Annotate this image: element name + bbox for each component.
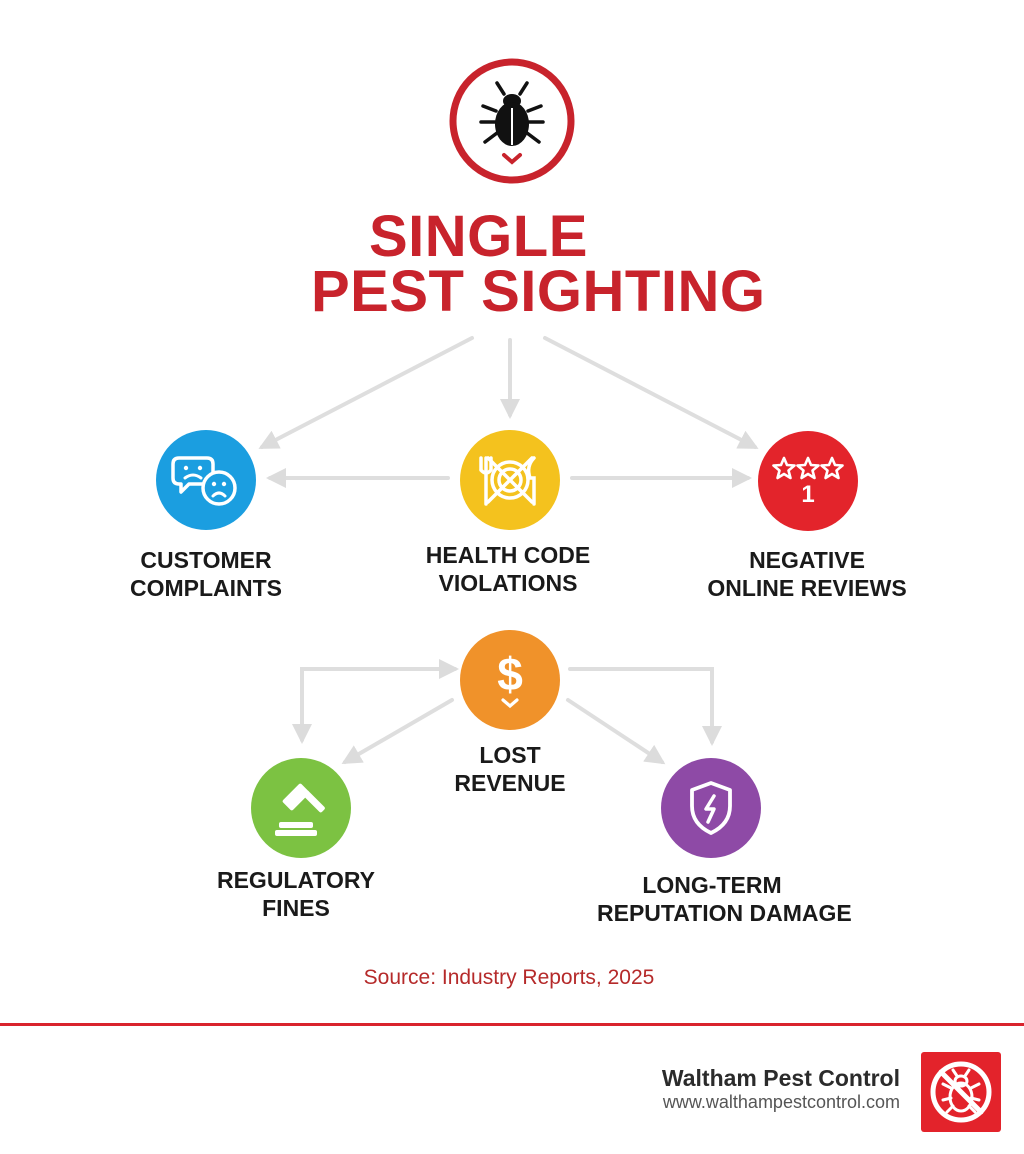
brand-logo	[921, 1052, 1001, 1132]
title-line-1: SINGLE	[369, 204, 588, 269]
arrow-revenue-to-damage-elbow	[568, 667, 722, 746]
arrow-revenue-to-damage	[566, 698, 666, 765]
reputation-damage-node	[661, 758, 761, 858]
health-code-node	[460, 430, 560, 530]
customer-complaints-label: CUSTOMER COMPLAINTS	[106, 546, 306, 602]
negative-reviews-line1: NEGATIVE	[749, 547, 865, 573]
regulatory-fines-label: REGULATORY FINES	[196, 866, 396, 922]
negative-reviews-label: NEGATIVE ONLINE REVIEWS	[697, 546, 917, 602]
health-code-line2: VIOLATIONS	[438, 570, 578, 596]
pest-sighting-badge	[447, 56, 577, 186]
customer-complaints-node	[156, 430, 256, 530]
regulatory-fines-line1: REGULATORY	[216, 867, 376, 893]
lost-revenue-node: $	[460, 630, 560, 730]
title-line-2: PEST SIGHTING	[311, 259, 766, 324]
no-bug-logo-icon	[930, 1061, 992, 1123]
review-rating: 1	[801, 481, 815, 508]
health-code-line1: HEALTH CODE	[425, 542, 591, 568]
lost-revenue-line1: LOST	[479, 742, 541, 768]
brand-url[interactable]: www.walthampestcontrol.com	[662, 1092, 900, 1112]
connector-arrows	[258, 336, 759, 765]
bug-icon	[449, 58, 575, 184]
negative-reviews-line2: ONLINE REVIEWS	[707, 575, 907, 601]
customer-complaints-line1: CUSTOMER	[140, 547, 272, 573]
lost-revenue-label: LOST REVENUE	[410, 741, 610, 797]
gavel-icon	[275, 783, 325, 836]
reputation-damage-line1: LONG-TERM	[642, 872, 782, 898]
health-code-label: HEALTH CODE VIOLATIONS	[408, 541, 608, 597]
arrow-title-to-reviews	[543, 336, 759, 449]
arrow-revenue-to-fines-elbow	[292, 659, 459, 744]
no-dining-icon	[479, 456, 536, 506]
chat-sad-faces-icon	[171, 456, 237, 506]
source-note: Source: Industry Reports, 2025	[363, 966, 655, 989]
regulatory-fines-node	[251, 758, 351, 858]
broken-shield-icon	[690, 781, 732, 835]
dollar-icon: $	[497, 648, 523, 700]
stars-icon	[772, 456, 844, 480]
arrow-title-to-complaints	[258, 336, 474, 449]
chevron-down-icon	[501, 698, 519, 709]
customer-complaints-line2: COMPLAINTS	[129, 575, 283, 601]
arrow-revenue-to-fines	[341, 698, 454, 765]
negative-reviews-node: 1	[758, 431, 858, 531]
reputation-damage-label: LONG-TERM REPUTATION DAMAGE	[597, 871, 852, 927]
lost-revenue-line2: REVENUE	[454, 770, 566, 796]
footer-divider	[0, 1023, 1024, 1026]
reputation-damage-line2: REPUTATION DAMAGE	[597, 900, 852, 926]
brand-name: Waltham Pest Control	[661, 1065, 900, 1091]
regulatory-fines-line2: FINES	[262, 895, 330, 921]
